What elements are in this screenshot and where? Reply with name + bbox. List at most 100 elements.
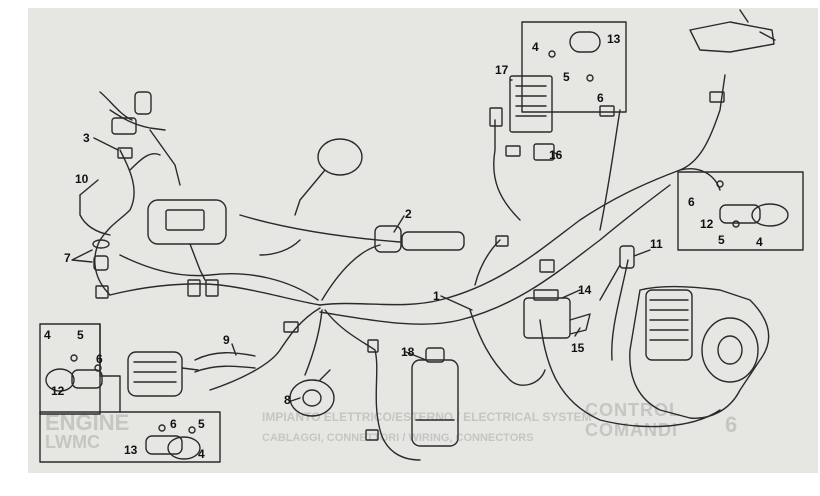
turn-signal-13-rear-left — [167, 436, 201, 460]
leader-line — [574, 327, 581, 337]
right-switch-housing — [374, 225, 402, 253]
horn-8 — [289, 379, 335, 417]
instrument-display — [165, 209, 205, 231]
engine-cylinder — [645, 289, 693, 361]
turn-signal-12-front-left — [45, 368, 75, 392]
inset-box-rear-right — [521, 21, 627, 113]
rear-mirror — [317, 138, 363, 176]
connector — [599, 105, 615, 117]
connector-3 — [117, 147, 133, 159]
callout-3: 3 — [83, 131, 90, 145]
harness-branch — [321, 244, 381, 301]
leader-line — [71, 249, 93, 263]
left-grip — [134, 91, 152, 115]
callout-9: 9 — [223, 333, 230, 347]
mirror-stem — [294, 169, 326, 216]
engine-flywheel — [701, 317, 759, 383]
harness-branch — [319, 184, 671, 325]
leader-line — [79, 179, 99, 196]
callout-6: 6 — [170, 417, 177, 431]
harness-branch — [119, 254, 319, 301]
bleed-through-logo: LWMC — [45, 432, 100, 452]
leader-line — [93, 137, 119, 151]
turn-signal-12-front-right — [751, 203, 789, 227]
harness-branch — [539, 319, 721, 428]
callout-1: 1 — [433, 289, 440, 303]
leader-line — [440, 295, 473, 311]
callout-15: 15 — [571, 341, 585, 355]
bulb-socket — [92, 239, 110, 249]
callout-8: 8 — [284, 393, 291, 407]
harness-branch — [324, 309, 421, 461]
connector — [205, 279, 219, 297]
leader-line — [561, 289, 581, 299]
coolant-reservoir-18 — [411, 359, 459, 447]
callout-6: 6 — [96, 352, 103, 366]
harness-branch — [599, 264, 621, 301]
callout-5: 5 — [198, 417, 205, 431]
connector — [539, 259, 555, 273]
throttle-grip — [401, 231, 465, 251]
headlight — [127, 351, 183, 397]
bleed-through-text: CABLAGGI, CONNETTORI / WIRING, CONNECTOR… — [262, 432, 534, 444]
handlebar-right — [239, 214, 401, 243]
spark-plug-cap-11 — [619, 245, 635, 269]
handlebar-left — [109, 109, 166, 131]
bleed-through-text: IMPIANTO ELETTRICO/ESTERNO / ELECTRICAL … — [262, 410, 592, 424]
callout-11: 11 — [650, 237, 663, 251]
connector — [365, 429, 379, 441]
callout-5: 5 — [563, 70, 570, 84]
callout-4: 4 — [532, 40, 539, 54]
instrument-panel — [147, 199, 227, 245]
ht-lead — [611, 259, 629, 361]
callout-2: 2 — [405, 207, 412, 221]
harness-branch — [94, 149, 135, 296]
harness-branch — [599, 109, 621, 231]
leader-line — [393, 215, 405, 233]
ignition-coil-14 — [523, 297, 571, 339]
leader-line — [290, 397, 301, 402]
coil-bracket-15 — [569, 313, 591, 335]
control-unit-17 — [509, 75, 553, 133]
callout-6: 6 — [597, 91, 604, 105]
leader-line — [231, 343, 237, 356]
connector — [283, 321, 299, 333]
connector — [367, 339, 379, 353]
bleed-through-word: CONTROL — [585, 400, 681, 420]
callout-4: 4 — [756, 235, 763, 249]
callout-13: 13 — [607, 32, 621, 46]
harness-branch — [129, 153, 161, 171]
callout-17: 17 — [495, 63, 509, 77]
callout-6: 6 — [688, 195, 695, 209]
brake-lever — [99, 91, 133, 121]
connector — [187, 279, 201, 297]
harness-branch — [469, 309, 546, 386]
leader-line — [405, 351, 427, 361]
callout-7: 7 — [64, 251, 71, 265]
turn-signal-13-rear-right — [569, 31, 601, 53]
connector-7 — [95, 285, 109, 299]
callout-5: 5 — [77, 328, 84, 342]
callout-5: 5 — [718, 233, 725, 247]
main-wiring-harness — [319, 74, 726, 306]
bleed-through-word: COMANDI — [585, 420, 678, 440]
callout-12: 12 — [51, 384, 65, 398]
harness-branch — [209, 307, 321, 391]
harness-branch — [79, 194, 111, 236]
inset-box-front-right — [677, 171, 804, 251]
callout-13: 13 — [124, 443, 138, 457]
connector — [709, 91, 725, 103]
callout-16: 16 — [549, 148, 563, 162]
callout-4: 4 — [198, 447, 205, 461]
harness-branch — [304, 309, 323, 376]
callout-14: 14 — [578, 283, 592, 297]
callout-10: 10 — [75, 172, 89, 186]
engine-block — [629, 285, 770, 419]
callout-12: 12 — [700, 217, 714, 231]
connector — [495, 235, 509, 247]
leader-line — [551, 151, 561, 156]
callout-18: 18 — [401, 345, 415, 359]
relay-16 — [533, 143, 555, 161]
